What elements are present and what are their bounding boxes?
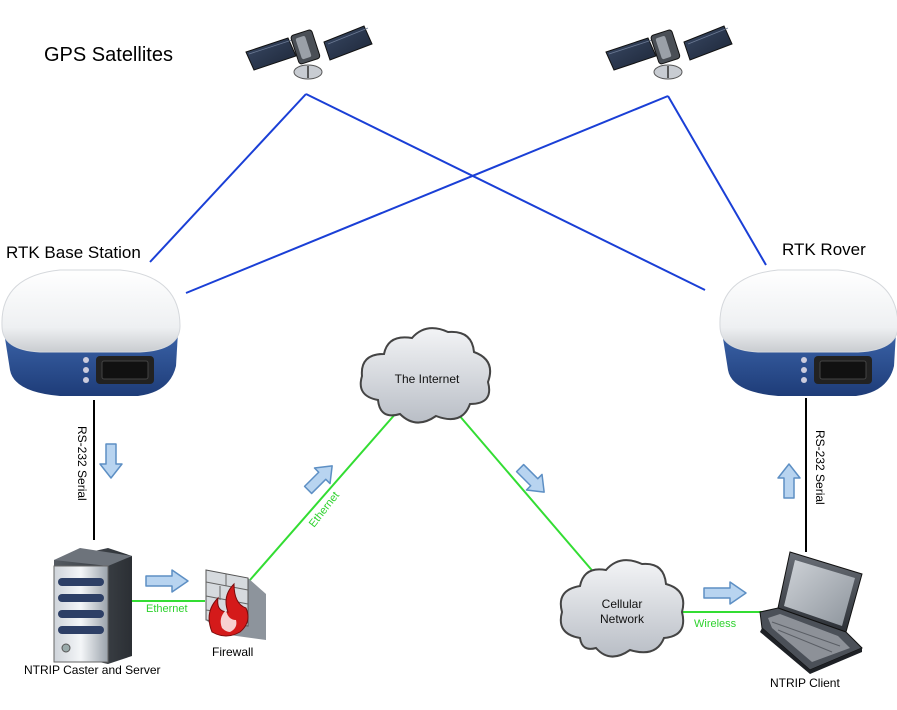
wireless-label: Wireless bbox=[694, 618, 737, 630]
arrow-right-icon bbox=[703, 581, 747, 605]
gnss-receiver-icon bbox=[1, 269, 181, 396]
client-label: NTRIP Client bbox=[770, 676, 840, 690]
gps-link-sat2-rover bbox=[667, 95, 767, 266]
cloud-icon: The Internet bbox=[359, 327, 492, 424]
gnss-receiver-icon bbox=[719, 269, 897, 396]
satellites-title: GPS Satellites bbox=[44, 44, 173, 66]
satellite-icon bbox=[605, 25, 733, 80]
internet-label: The Internet bbox=[395, 372, 460, 386]
cloud-icon: Cellular Network bbox=[559, 559, 685, 658]
flow-arrows bbox=[99, 443, 801, 605]
arrow-right-icon bbox=[145, 569, 189, 593]
server-icon bbox=[53, 548, 132, 664]
gps-links bbox=[149, 93, 767, 294]
network-links bbox=[130, 411, 768, 613]
arrow-down-icon bbox=[99, 443, 123, 479]
network-link-firewall-internet bbox=[249, 411, 398, 581]
arrow-up-right-icon bbox=[303, 465, 333, 495]
firewall-icon bbox=[205, 569, 266, 640]
gps-link-sat2-base bbox=[185, 95, 669, 294]
gps-link-sat1-base bbox=[149, 93, 307, 263]
satellite-icon bbox=[245, 25, 373, 80]
firewall-label: Firewall bbox=[212, 645, 253, 659]
network-link-internet-cellular bbox=[457, 413, 603, 583]
caster-label: NTRIP Caster and Server bbox=[24, 663, 161, 677]
gps-link-sat1-rover bbox=[305, 93, 706, 291]
cellular-label-line1: Cellular bbox=[602, 597, 643, 611]
laptop-icon bbox=[759, 551, 863, 674]
cellular-label-line2: Network bbox=[600, 612, 645, 626]
arrow-up-icon bbox=[777, 463, 801, 499]
arrow-down-right-icon bbox=[515, 463, 545, 493]
caster-ethernet-label: Ethernet bbox=[146, 603, 188, 615]
rover-label: RTK Rover bbox=[782, 240, 866, 259]
base-station-label: RTK Base Station bbox=[6, 243, 141, 262]
rover-serial-label: RS-232 Serial bbox=[813, 430, 827, 505]
base-serial-label: RS-232 Serial bbox=[75, 426, 89, 501]
